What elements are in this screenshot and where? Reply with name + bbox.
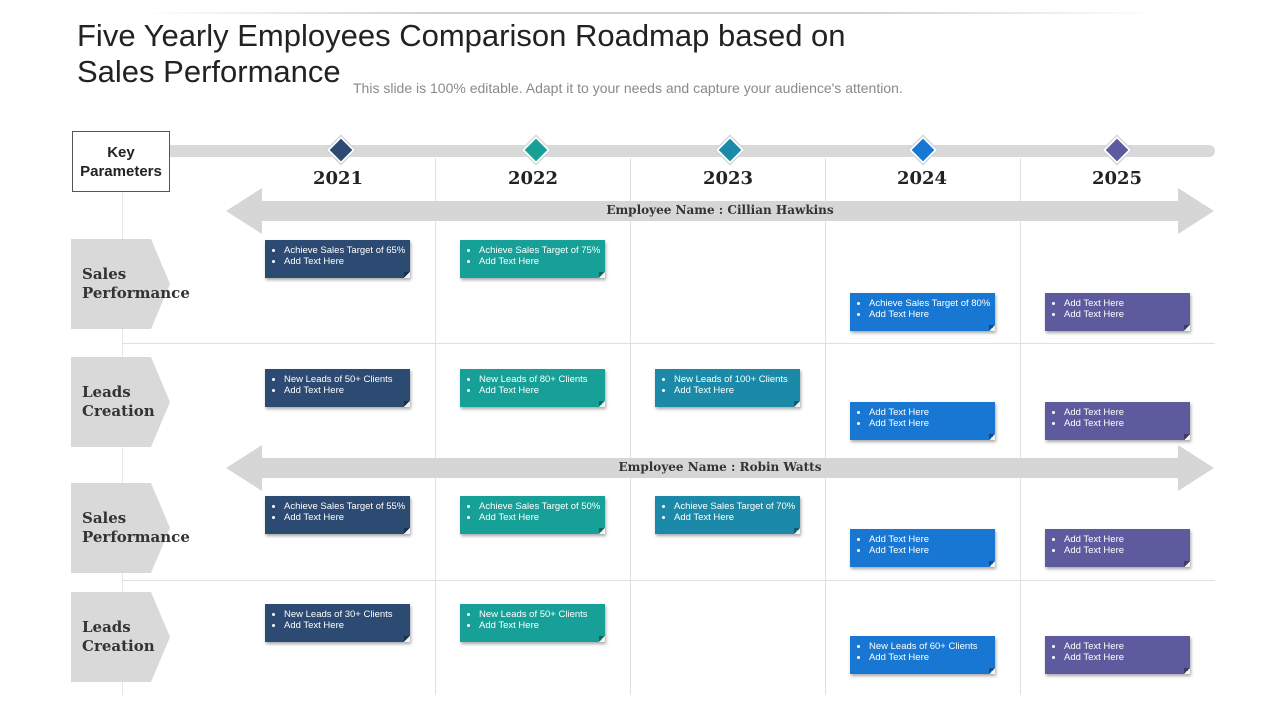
card-bullet: Add Text Here (674, 385, 794, 396)
card-bullet: Achieve Sales Target of 55% (284, 501, 405, 512)
card-bullet: Achieve Sales Target of 70% (674, 501, 795, 512)
roadmap-card: Achieve Sales Target of 75% Add Text Her… (460, 240, 605, 278)
row-label-sales-performance-2: Sales Performance (71, 483, 190, 573)
top-decorative-line (140, 12, 1160, 14)
card-bullet: New Leads of 100+ Clients (674, 374, 794, 385)
row-divider (122, 343, 1215, 344)
card-bullet: Add Text Here (1064, 309, 1184, 320)
roadmap-card: Achieve Sales Target of 65% Add Text Her… (265, 240, 410, 278)
roadmap-card: New Leads of 60+ Clients Add Text Here (850, 636, 995, 674)
roadmap-card: Achieve Sales Target of 70% Add Text Her… (655, 496, 800, 534)
employee-name-label-2: Employee Name : Robin Watts (618, 460, 822, 474)
card-bullet: Add Text Here (869, 534, 989, 545)
card-bullet: Add Text Here (479, 512, 599, 523)
roadmap-card: Add Text Here Add Text Here (850, 402, 995, 440)
card-bullet: Add Text Here (869, 407, 989, 418)
key-parameters-box: Key Parameters (72, 131, 170, 192)
card-bullet: Add Text Here (869, 309, 989, 320)
card-bullet: Achieve Sales Target of 75% (479, 245, 600, 256)
row-label-text: Sales Performance (82, 265, 190, 302)
row-label-shape (71, 239, 170, 329)
roadmap-card: Achieve Sales Target of 80% Add Text Her… (850, 293, 995, 331)
roadmap-card: New Leads of 50+ Clients Add Text Here (265, 369, 410, 407)
card-bullet: Add Text Here (1064, 545, 1184, 556)
card-bullet: Add Text Here (1064, 298, 1184, 309)
card-bullet: New Leads of 60+ Clients (869, 641, 989, 652)
milestone-diamond-2021 (326, 135, 356, 165)
roadmap-card: Achieve Sales Target of 55% Add Text Her… (265, 496, 410, 534)
card-bullet: New Leads of 30+ Clients (284, 609, 404, 620)
card-bullet: Add Text Here (479, 620, 599, 631)
milestone-diamond-2025 (1102, 135, 1132, 165)
milestone-diamond-2022 (521, 135, 551, 165)
card-bullet: Add Text Here (479, 256, 599, 267)
card-bullet: Add Text Here (1064, 534, 1184, 545)
row-label-sales-performance-1: Sales Performance (71, 239, 190, 329)
year-label-2024: 2024 (896, 168, 948, 189)
employee-name-label-1: Employee Name : Cillian Hawkins (606, 203, 834, 217)
timeline-track (140, 145, 1215, 157)
card-bullet: New Leads of 50+ Clients (479, 609, 599, 620)
roadmap-card: New Leads of 100+ Clients Add Text Here (655, 369, 800, 407)
row-divider (122, 580, 1215, 581)
card-bullet: Add Text Here (1064, 418, 1184, 429)
year-label-2021: 2021 (312, 168, 364, 189)
card-bullet: Achieve Sales Target of 80% (869, 298, 990, 309)
employee-arrow-2: Employee Name : Robin Watts (226, 445, 1214, 491)
card-bullet: Add Text Here (1064, 652, 1184, 663)
card-bullet: New Leads of 80+ Clients (479, 374, 599, 385)
row-label-shape (71, 483, 170, 573)
column-divider (825, 158, 826, 695)
card-bullet: Add Text Here (674, 512, 794, 523)
roadmap-card: New Leads of 80+ Clients Add Text Here (460, 369, 605, 407)
card-bullet: Add Text Here (869, 418, 989, 429)
row-label-shape (71, 592, 170, 682)
row-label-leads-creation-1: Leads Creation (71, 357, 171, 447)
employee-arrow-1: Employee Name : Cillian Hawkins (226, 188, 1214, 234)
row-label-text: Leads Creation (82, 618, 155, 655)
year-label-2023: 2023 (702, 168, 754, 189)
column-divider (1020, 158, 1021, 695)
roadmap-card: Add Text Here Add Text Here (1045, 402, 1190, 440)
card-bullet: Add Text Here (1064, 407, 1184, 418)
card-bullet: Add Text Here (479, 385, 599, 396)
roadmap-card: Add Text Here Add Text Here (850, 529, 995, 567)
column-divider (630, 158, 631, 695)
card-bullet: Add Text Here (869, 652, 989, 663)
milestone-diamond-2024 (908, 135, 938, 165)
milestone-diamond-2023 (715, 135, 745, 165)
roadmap-card: Add Text Here Add Text Here (1045, 293, 1190, 331)
card-bullet: Achieve Sales Target of 50% (479, 501, 600, 512)
roadmap-card: Add Text Here Add Text Here (1045, 529, 1190, 567)
page-subtitle: This slide is 100% editable. Adapt it to… (353, 80, 903, 96)
card-bullet: Add Text Here (869, 545, 989, 556)
key-parameters-label: Key Parameters (80, 143, 162, 180)
year-label-2025: 2025 (1091, 168, 1143, 189)
row-label-shape (71, 357, 170, 447)
double-arrow-shape (226, 188, 1214, 234)
card-bullet: New Leads of 50+ Clients (284, 374, 404, 385)
row-label-leads-creation-2: Leads Creation (71, 592, 171, 682)
double-arrow-shape (226, 445, 1214, 491)
card-bullet: Add Text Here (1064, 641, 1184, 652)
card-bullet: Add Text Here (284, 385, 404, 396)
roadmap-card: New Leads of 50+ Clients Add Text Here (460, 604, 605, 642)
row-label-text: Sales Performance (82, 509, 190, 546)
row-label-text: Leads Creation (82, 383, 155, 420)
year-label-2022: 2022 (507, 168, 559, 189)
card-bullet: Add Text Here (284, 512, 404, 523)
roadmap-card: Add Text Here Add Text Here (1045, 636, 1190, 674)
card-bullet: Achieve Sales Target of 65% (284, 245, 405, 256)
card-bullet: Add Text Here (284, 620, 404, 631)
card-bullet: Add Text Here (284, 256, 404, 267)
roadmap-card: New Leads of 30+ Clients Add Text Here (265, 604, 410, 642)
column-divider (435, 158, 436, 695)
page-title: Five Yearly Employees Comparison Roadmap… (77, 18, 846, 89)
roadmap-card: Achieve Sales Target of 50% Add Text Her… (460, 496, 605, 534)
